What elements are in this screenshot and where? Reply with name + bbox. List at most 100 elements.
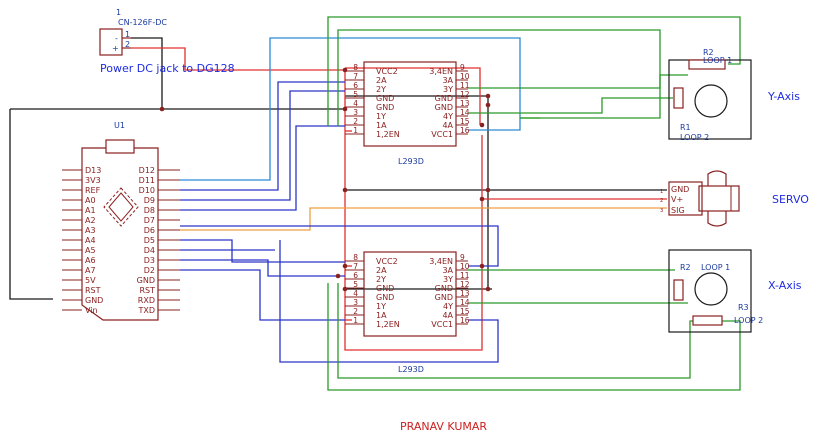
mcu-left-pin-label: A0 (85, 196, 96, 205)
power-wires (131, 47, 667, 351)
driver-bottom-body (363, 251, 457, 337)
mcu-right-pin-label: D12 (139, 166, 155, 175)
mcu-left-pin-label: A7 (85, 266, 96, 275)
driver-right-pin-label: 3A (442, 76, 453, 85)
driver-left-pin-number: 6 (353, 81, 358, 90)
mcu-right-pin-label: TXD (137, 306, 155, 315)
servo-label: SERVO (772, 193, 809, 206)
driver-left-pin-number: 1 (353, 316, 358, 325)
mcu-right-pin-label: D6 (144, 226, 155, 235)
junction (342, 263, 348, 269)
driver-left-pin-label: 2A (376, 266, 387, 275)
driver-right-pin-number: 9 (460, 253, 465, 262)
motor-x: R2 LOOP 1 R3 LOOP 2 X-Axis (668, 249, 802, 333)
junction (485, 187, 491, 193)
driver-right-pin-label: 4Y (443, 112, 453, 121)
mcu-left-pin-label: A6 (85, 256, 96, 265)
servo-body (698, 185, 740, 212)
motor-y-axis: Y-Axis (767, 90, 800, 103)
driver-right-pin-number: 16 (460, 126, 470, 135)
motor-y-loop-top: LOOP 1 (703, 56, 732, 65)
driver-right-pin-label: 4A (442, 121, 453, 130)
ground-wires (9, 37, 667, 300)
driver-right-pin-label: GND (435, 94, 453, 103)
mcu-right-pin-label: D5 (144, 236, 155, 245)
junction (479, 263, 485, 269)
driver-left-pin-number: 7 (353, 262, 358, 271)
driver-right-pin-label: VCC1 (431, 320, 453, 329)
servo-pin-vplus: V+ (671, 195, 683, 204)
driver-right-pin-number: 10 (460, 72, 470, 81)
driver-left-pin-number: 6 (353, 271, 358, 280)
signal-wires (180, 81, 499, 363)
driver-right-pin-number: 13 (460, 289, 470, 298)
mcu-right-pin-label: GND (137, 276, 155, 285)
driver-right-pin-number: 12 (460, 90, 470, 99)
motor-wires (327, 16, 741, 391)
mcu-left-pin-label: Vin (85, 306, 98, 315)
driver-left-pin-label: 1A (376, 311, 387, 320)
driver-left-pin-label: 1A (376, 121, 387, 130)
driver-left-pin-number: 1 (353, 126, 358, 135)
mcu-left-pin-label: D13 (85, 166, 101, 175)
driver-left-pin-label: GND (376, 103, 394, 112)
mcu-usb (105, 139, 135, 154)
mcu-chip-inner (108, 192, 134, 222)
mcu-right-pin-label: D10 (139, 186, 155, 195)
motor-x-r-side: R2 (680, 263, 691, 272)
mcu-left-pin-label: A2 (85, 216, 96, 225)
jack-ref: 1 (116, 8, 121, 17)
junction (342, 106, 348, 112)
driver-right-pin-label: 4Y (443, 302, 453, 311)
driver-left-pin-label: GND (376, 293, 394, 302)
driver-right-pin-label: 3Y (443, 275, 453, 284)
mcu-right-pin-label: D4 (144, 246, 155, 255)
motor-x-axis: X-Axis (768, 279, 802, 292)
mcu-right-pin-label: RXD (138, 296, 155, 305)
driver-right-pin-number: 15 (460, 117, 470, 126)
mcu: U1 D133V3REFA0A1A2A3A4A5A6A75VRSTGNDVin … (62, 121, 180, 321)
motor-x-loop-top: LOOP 1 (701, 263, 730, 272)
driver-left-pin-number: 2 (353, 307, 358, 316)
junction (485, 286, 491, 292)
servo-pin-num-3: 3 (660, 208, 663, 214)
mcu-ref: U1 (114, 121, 125, 130)
motor-y-r2 (688, 59, 726, 70)
driver-top-name: L293D (398, 157, 424, 166)
driver-bottom-name: L293D (398, 365, 424, 374)
jack-pin2: 2 (125, 40, 130, 49)
driver-left-pin-number: 4 (353, 99, 358, 108)
driver-right-pin-label: GND (435, 284, 453, 293)
driver-right-pin-number: 9 (460, 63, 465, 72)
servo-pin-sig: SIG (671, 206, 685, 215)
power-jack: 1 CN-126F-DC - + 1 2 Power DC jack to DG… (99, 8, 235, 75)
driver-left-pin-label: GND (376, 94, 394, 103)
mcu-chip (103, 187, 139, 227)
author: PRANAV KUMAR (400, 420, 487, 433)
driver-left-pin-label: 1Y (376, 112, 386, 121)
jack-plus: + (112, 44, 119, 53)
jack-body (99, 28, 123, 56)
mcu-left-pin-label: A3 (85, 226, 96, 235)
driver-left-pin-number: 4 (353, 289, 358, 298)
junction (342, 67, 348, 73)
jack-caption: Power DC jack to DG128 (100, 62, 235, 75)
servo-connector (668, 181, 703, 216)
driver-right-pin-label: 3,4EN (429, 257, 453, 266)
driver-left-pin-label: VCC2 (376, 257, 398, 266)
driver-left-pin-number: 5 (353, 90, 358, 99)
mcu-left-pin-label: REF (85, 186, 101, 195)
driver-right-pin-number: 14 (460, 108, 470, 117)
junction (479, 122, 485, 128)
driver-top-body (363, 61, 457, 147)
driver-right-pin-number: 14 (460, 298, 470, 307)
servo-pin-gnd: GND (671, 185, 689, 194)
mcu-left-pin-label: A4 (85, 236, 96, 245)
driver-right-pin-label: 3,4EN (429, 67, 453, 76)
mcu-right-pin-label: D8 (144, 206, 155, 215)
servo-pin-num-1: 1 (660, 189, 663, 195)
